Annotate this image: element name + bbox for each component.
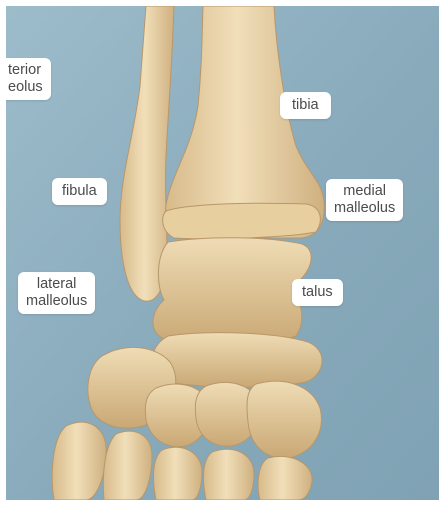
talus-label-text: talus (302, 284, 333, 300)
illustration-frame: terior eolus tibia fibula medial malleol… (6, 6, 439, 500)
lateral-malleolus-line1: lateral (26, 276, 87, 293)
label-posterior-malleolus: terior eolus (6, 58, 51, 100)
metatarsal-bone-4 (204, 449, 254, 500)
posterior-malleolus-line2: eolus (8, 79, 43, 96)
navicular-bone (152, 333, 322, 388)
label-lateral-malleolus: lateral malleolus (18, 272, 95, 314)
label-fibula: fibula (52, 178, 107, 205)
metatarsal-bone-2 (103, 431, 152, 500)
lateral-malleolus-line2: malleolus (26, 293, 87, 310)
label-tibia: tibia (280, 92, 331, 119)
label-talus: talus (292, 279, 343, 306)
tibia-distal-end (163, 203, 321, 238)
label-medial-malleolus: medial malleolus (326, 179, 403, 221)
cuneiform-bone-3 (247, 381, 321, 458)
metatarsal-bone-3 (154, 447, 202, 500)
tibia-label-text: tibia (292, 97, 319, 113)
posterior-malleolus-line1: terior (8, 62, 43, 79)
medial-malleolus-line2: malleolus (334, 200, 395, 217)
ankle-bones-illustration (6, 6, 439, 500)
medial-malleolus-line1: medial (334, 183, 395, 200)
metatarsal-bone-1 (52, 422, 106, 500)
talus-bone (153, 238, 311, 344)
fibula-label-text: fibula (62, 183, 97, 199)
